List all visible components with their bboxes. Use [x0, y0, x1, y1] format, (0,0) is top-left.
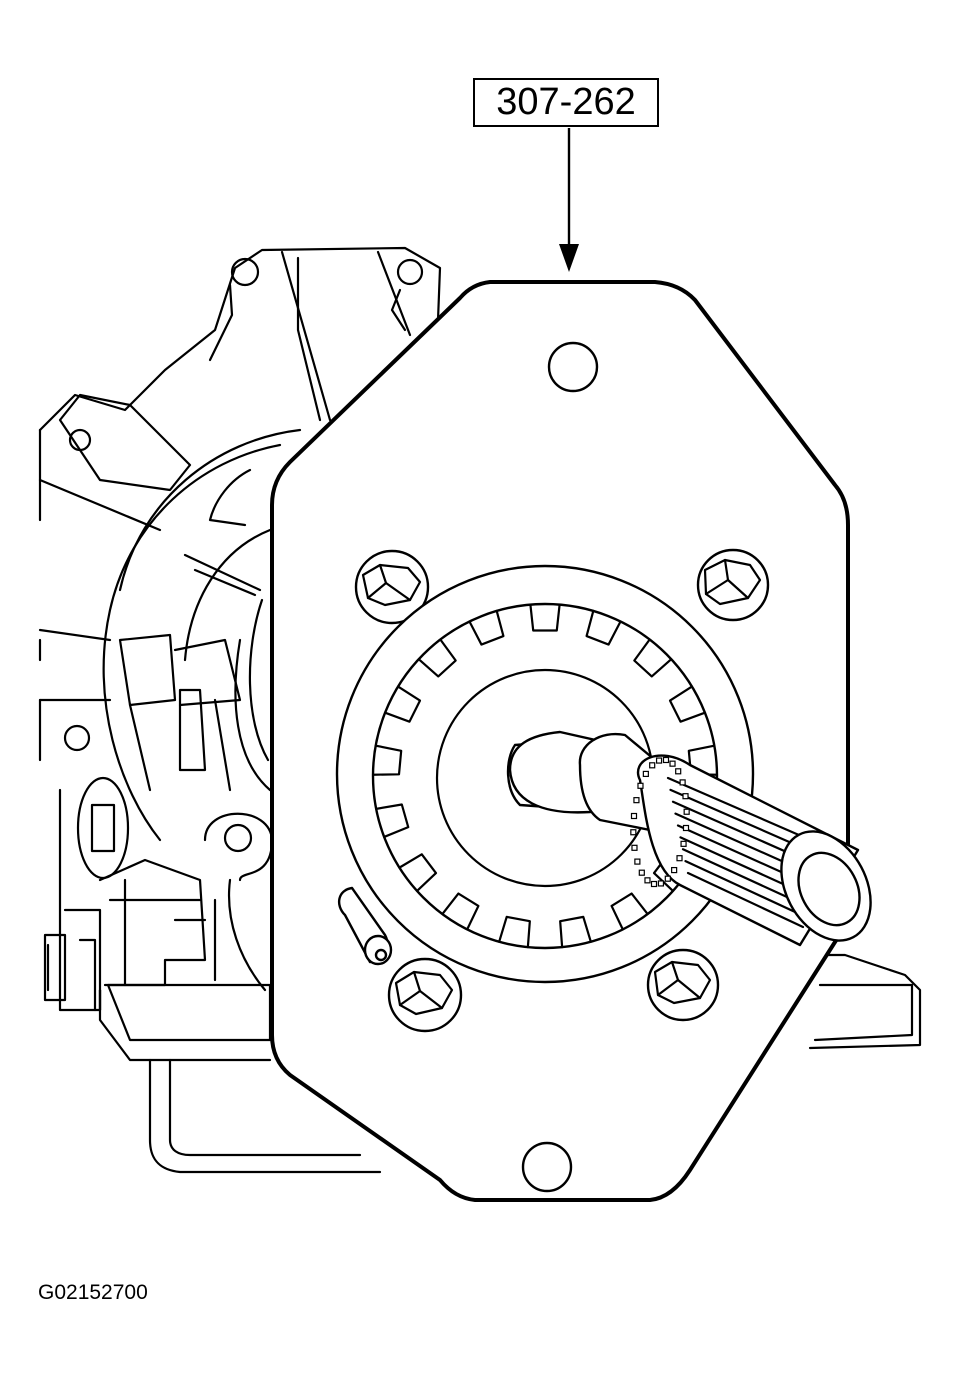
stator-tooth: [417, 638, 457, 678]
spline-dot: [682, 824, 690, 832]
stator-tooth: [585, 609, 622, 646]
spline-dot: [679, 779, 686, 786]
mounting-bolts: [337, 548, 770, 1033]
spline-dot: [669, 760, 676, 767]
spline-dot: [637, 782, 644, 789]
spline-dot: [638, 869, 645, 876]
spline-dot: [642, 770, 649, 778]
spline-dot: [630, 812, 638, 820]
tool-number-callout: 307-262: [473, 78, 659, 127]
stator-tooth: [375, 803, 410, 839]
spline-dot: [650, 880, 658, 888]
spline-dot: [644, 877, 651, 884]
spline-dot: [657, 880, 665, 887]
tool-number-label: 307-262: [496, 81, 636, 123]
stator-tooth: [529, 603, 561, 632]
spline-groove: [684, 860, 806, 918]
stator-tooth: [668, 685, 707, 723]
spline-dot: [634, 858, 641, 865]
spline-groove: [666, 776, 817, 844]
stator-tooth: [633, 638, 673, 678]
spline-dot: [664, 875, 671, 882]
spline-dot: [631, 844, 638, 851]
stator-tooth: [468, 609, 505, 646]
callout-arrow: [559, 128, 579, 272]
stator-tooth: [441, 892, 480, 931]
spline-dot: [671, 866, 678, 874]
stator-tooth: [398, 853, 438, 893]
shaft-splines: [666, 776, 817, 929]
spline-dot: [682, 793, 689, 800]
stator-tooth: [610, 892, 649, 931]
stator-tooth: [498, 915, 531, 949]
bottom-hole: [521, 1141, 573, 1193]
spline-dot: [675, 768, 682, 775]
spline-groove: [686, 871, 805, 929]
transmission-case: [38, 246, 922, 1174]
spline-dot: [662, 756, 670, 764]
spline-dot: [633, 797, 640, 804]
spline-dot: [630, 829, 637, 836]
spline-dot: [676, 855, 683, 862]
spline-dot: [649, 762, 656, 769]
spline-dot: [655, 757, 663, 764]
stator-tooth: [371, 744, 403, 776]
spline-dot: [683, 808, 690, 815]
stator-tooth: [559, 915, 592, 949]
top-hole: [547, 341, 599, 393]
figure-id: G02152700: [38, 1281, 148, 1304]
input-shaft: [506, 730, 872, 947]
spline-dot: [680, 840, 687, 847]
spline-dots: [630, 756, 690, 888]
stator-tooth: [383, 685, 422, 723]
